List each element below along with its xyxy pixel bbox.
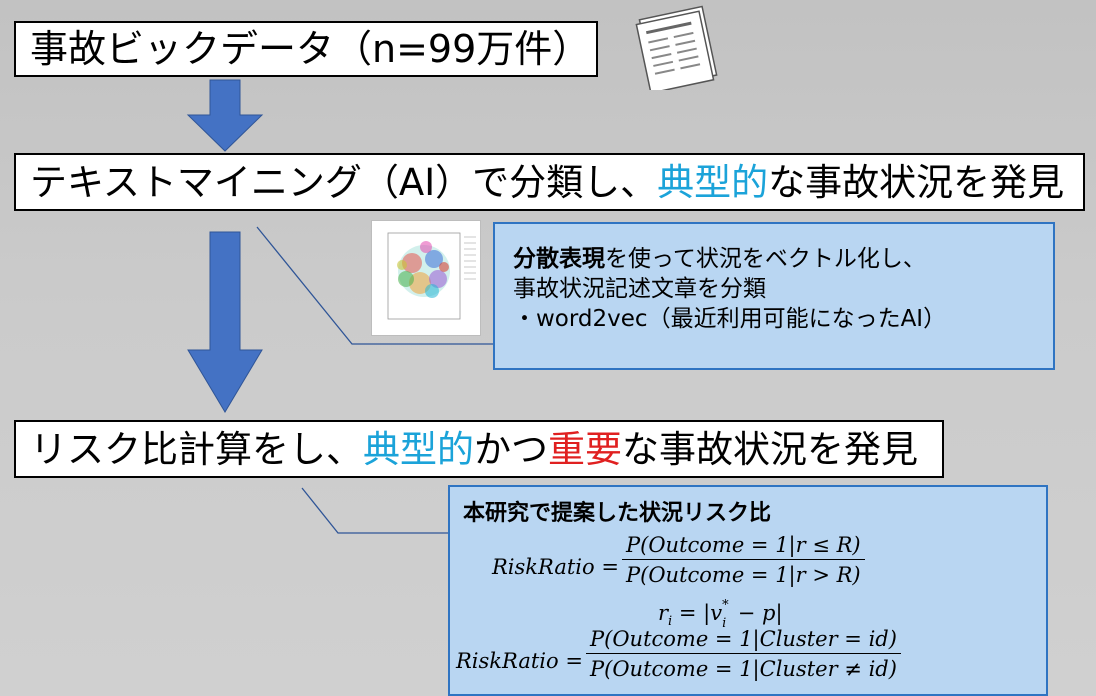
important-highlight: 重要 [548, 428, 622, 471]
formula-2: ri = |v*i − p| [658, 598, 783, 631]
typical-highlight: 典型的 [657, 161, 769, 204]
scatter-plot-image [387, 232, 476, 320]
proposed-risk-ratio-heading: 本研究で提案した状況リスク比 [463, 501, 772, 526]
connector-line-1 [256, 226, 493, 345]
text-mining-text: テキストマイニング（AI）で分類し、 [30, 161, 658, 204]
big-data-title-box: 事故ビックデータ（n=99万件） [14, 21, 598, 77]
formula-1-fraction: P(Outcome = 1|r ≤ R) P(Outcome = 1|r > R… [622, 533, 865, 587]
formula-3-numerator: P(Outcome = 1|Cluster = id) [586, 627, 901, 654]
risk-ratio-box: リスク比計算をし、典型的かつ重要な事故状況を発見 [14, 420, 944, 478]
formula-2-end: − p| [731, 601, 783, 625]
info-line-1: を使って状況をベクトル化し、 [605, 246, 926, 272]
formula-3-denominator: P(Outcome = 1|Cluster ≠ id) [590, 657, 897, 681]
formula-2-sub2: i [722, 616, 727, 631]
arrow-down-1 [186, 79, 264, 152]
formula-2-script: *i [722, 598, 731, 631]
formula-1-lhs: RiskRatio = [492, 555, 619, 579]
arrow-down-2 [187, 231, 263, 413]
risk-ratio-text: リスク比計算をし、 [30, 428, 363, 471]
text-mining-box: テキストマイニング（AI）で分類し、典型的な事故状況を発見 [14, 153, 1085, 211]
newspaper-icon [635, 5, 718, 90]
info-line-3: ・word2vec（最近利用可能になったAI） [513, 306, 947, 332]
connector-line-2 [301, 487, 448, 534]
formula-3-lhs: RiskRatio = [456, 649, 583, 673]
formula-2-sub: i [668, 614, 673, 630]
formula-2-rhs: = |v [672, 601, 723, 625]
info-line-2: 事故状況記述文章を分類 [513, 276, 766, 302]
typical-highlight-2: 典型的 [363, 428, 474, 471]
formula-3-fraction: P(Outcome = 1|Cluster = id) P(Outcome = … [586, 627, 901, 681]
proposed-risk-ratio-box: 本研究で提案した状況リスク比 RiskRatio = P(Outcome = 1… [448, 485, 1048, 696]
risk-ratio-text-end: な事故状況を発見 [622, 428, 918, 471]
scatter-plot-thumbnail [371, 220, 481, 336]
and-text: かつ [474, 428, 548, 471]
distributed-representation-box: 分散表現を使って状況をベクトル化し、 事故状況記述文章を分類 ・word2vec… [493, 222, 1055, 370]
distributed-representation-term: 分散表現 [513, 246, 605, 272]
text-mining-text-end: な事故状況を発見 [768, 161, 1065, 204]
formula-1-numerator: P(Outcome = 1|r ≤ R) [622, 533, 865, 560]
formula-2-sup: * [722, 598, 729, 613]
formula-1-denominator: P(Outcome = 1|r > R) [626, 563, 861, 587]
big-data-title: 事故ビックデータ（n=99万件） [30, 27, 591, 71]
scatter-cloud [397, 241, 450, 298]
formula-2-r: r [658, 601, 669, 625]
